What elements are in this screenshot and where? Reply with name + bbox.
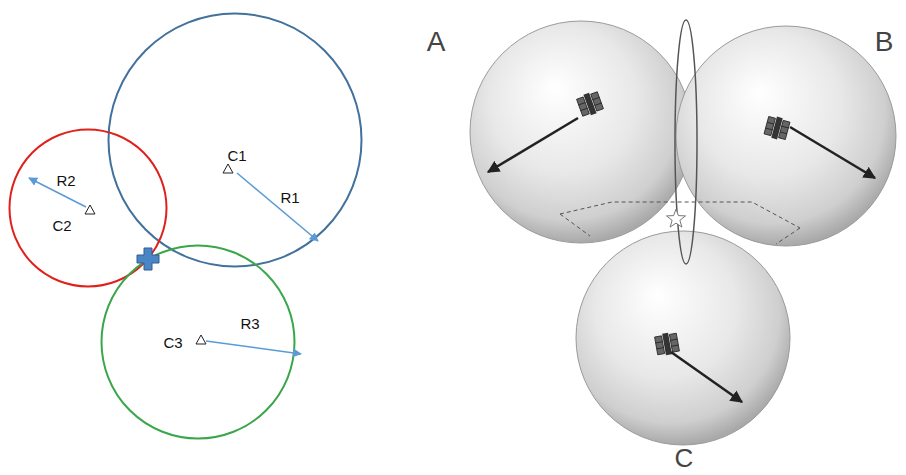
sphere-outline	[675, 25, 897, 247]
locus-circle: C1R1	[107, 12, 363, 268]
text-holder: C1	[227, 147, 246, 165]
text-holder: R3	[240, 315, 259, 333]
radius-arrow	[29, 178, 86, 207]
locus-circle: C3 R3	[100, 244, 296, 440]
satellite-sphere: A	[469, 20, 693, 244]
text-holder: C	[675, 445, 694, 471]
text-holder: B	[875, 28, 894, 56]
text-holder: C3	[163, 334, 182, 352]
circle-shape	[102, 246, 295, 439]
range-arrow	[790, 127, 875, 178]
sphere-shape	[576, 231, 790, 445]
intersection-ellipse	[675, 20, 697, 264]
dashed-plane	[560, 202, 800, 228]
center-marker	[85, 205, 95, 214]
range-arrow	[671, 352, 742, 402]
circle-outline	[8, 128, 168, 288]
sphere-shape	[470, 21, 692, 243]
text-holder: R1	[280, 189, 299, 207]
sphere-outline	[575, 230, 791, 446]
locus-circle: R2C2	[8, 128, 168, 288]
center-label: C2	[52, 218, 71, 233]
center-marker	[223, 164, 233, 173]
sphere-outline	[469, 20, 693, 244]
satellite-sphere: B	[675, 25, 897, 247]
text-holder: A	[427, 28, 446, 56]
satellite-icon	[654, 331, 679, 356]
satellite-label: C	[675, 445, 694, 471]
radius-arrow	[237, 173, 318, 241]
position-cross	[137, 248, 159, 270]
sphere-shape	[676, 26, 896, 246]
satellite-sphere: C	[575, 230, 791, 446]
circle-outline	[100, 244, 296, 440]
text-holder: R2	[56, 172, 75, 190]
dashed-plane	[560, 214, 800, 244]
satellite-label: B	[875, 28, 894, 56]
radius-arrow	[206, 341, 301, 354]
center-marker	[196, 335, 206, 344]
position-star	[667, 209, 686, 227]
range-arrow	[488, 118, 578, 172]
radius-label: R1	[280, 190, 299, 205]
circle-shape	[109, 14, 362, 267]
circle-outline	[107, 12, 363, 268]
center-label: C3	[163, 335, 182, 350]
radius-label: R3	[240, 316, 259, 331]
radius-label: R2	[56, 173, 75, 188]
satellite-icon	[764, 115, 791, 142]
text-holder: C2	[52, 217, 71, 235]
center-label: C1	[227, 148, 246, 163]
satellite-icon	[576, 90, 604, 118]
satellite-label: A	[427, 28, 446, 56]
